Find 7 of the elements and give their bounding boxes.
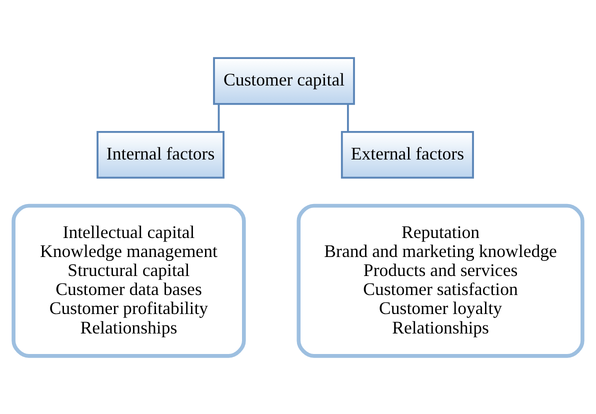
node-box: Internal factors bbox=[96, 130, 224, 179]
node-box: External factors bbox=[340, 130, 474, 179]
node-box: Reputation Brand and marketing knowledge Products and services Customer satisfaction Customer loyalty Relationships bbox=[296, 204, 584, 358]
node-box: Customer capital bbox=[213, 57, 355, 105]
node-box: Intellectual capital Knowledge management Structural capital Customer data bases Customer profitability Relationships bbox=[12, 204, 246, 358]
connector bbox=[347, 104, 349, 132]
connector bbox=[218, 104, 220, 132]
